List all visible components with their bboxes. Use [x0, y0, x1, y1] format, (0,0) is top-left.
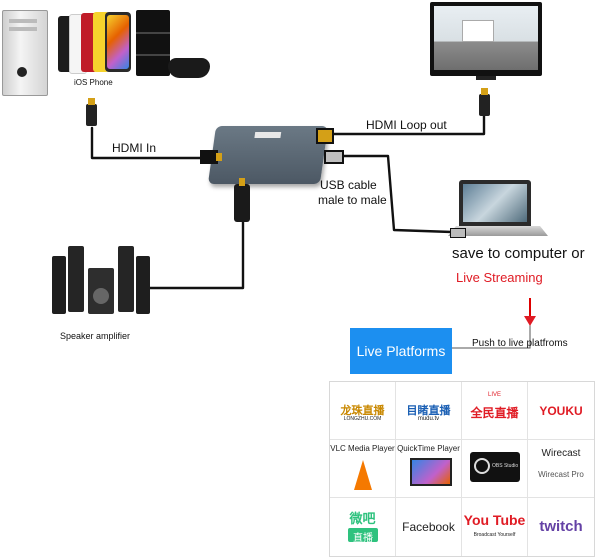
mudu-sub: mudu.tv	[417, 416, 440, 422]
facebook-label: Facebook	[402, 520, 455, 534]
save-to-computer-label: save to computer or	[452, 245, 585, 262]
weiba-sub: 直播	[353, 533, 373, 544]
platform-quicktime: QuickTime Player	[396, 440, 462, 498]
hdmi-port-right	[316, 128, 334, 144]
platform-youku: YOUKU	[528, 382, 594, 440]
push-arrow-icon	[524, 316, 536, 326]
platform-wirecast: Wirecast Wirecast Pro	[528, 440, 594, 498]
weiba-badge: 直播	[348, 528, 378, 544]
vlc-cone-icon	[354, 460, 372, 490]
push-line	[452, 316, 531, 349]
obs-label: OBS Studio	[492, 463, 519, 469]
longzhu-sub: LONGZHU.COM	[343, 416, 382, 422]
youtube-sub: Broadcast Yourself	[473, 532, 516, 538]
laptop-base	[448, 226, 548, 236]
platform-vlc: VLC Media Player	[330, 440, 396, 498]
mudu-logo-text: 目睹直播	[406, 405, 451, 417]
live-platforms-box: Live Platforms	[350, 328, 452, 374]
hdmi-in-label: HDMI In	[112, 141, 157, 155]
game-console	[136, 10, 170, 76]
iphones	[58, 12, 132, 74]
weiba-logo-text: 微吧	[349, 511, 376, 526]
quanmin-logo-text: 全民直播	[470, 406, 519, 420]
platform-longzhu: 龙珠直播 LONGZHU.COM	[330, 382, 396, 440]
platform-obs: OBS Studio	[462, 440, 528, 498]
longzhu-logo-text: 龙珠直播	[340, 405, 385, 417]
usb-cable	[338, 154, 454, 234]
live-streaming-label: Live Streaming	[456, 270, 543, 285]
pc-tower	[2, 10, 48, 96]
usb-port	[324, 150, 344, 164]
platform-facebook: Facebook	[396, 498, 462, 556]
usb-cable-label: USB cable	[320, 178, 377, 192]
hdmi-port-left	[200, 150, 222, 164]
platform-quanmin: LIVE 全民直播	[462, 382, 528, 440]
quanmin-sub: LIVE	[487, 392, 501, 398]
usb-cable-label-2: male to male	[318, 193, 387, 207]
youtube-logo-text: You Tube	[463, 512, 526, 528]
obs-icon: OBS Studio	[470, 452, 520, 482]
quicktime-label: QuickTime Player	[397, 444, 460, 453]
vlc-label: VLC Media Player	[330, 444, 395, 453]
live-platforms-label: Live Platforms	[356, 343, 446, 359]
hdmi-plug-in	[86, 98, 97, 126]
capture-card	[207, 126, 329, 184]
twitch-logo-text: twitch	[539, 518, 583, 535]
audio-plug	[234, 178, 250, 222]
platform-weiba: 微吧 直播	[330, 498, 396, 556]
speaker-system	[52, 246, 152, 316]
platform-youtube: You Tube Broadcast Yourself	[462, 498, 528, 556]
tv-monitor	[430, 2, 542, 80]
platforms-grid: 龙珠直播 LONGZHU.COM 目睹直播 mudu.tv LIVE 全民直播 …	[329, 381, 595, 557]
youku-logo-text: YOUKU	[539, 404, 583, 418]
wirecast-label: Wirecast	[541, 448, 581, 459]
hdmi-in-cable	[90, 126, 202, 160]
gamepad-icon	[168, 58, 210, 78]
hdmi-loop-out-cable	[324, 114, 486, 136]
speaker-amplifier-label: Speaker amplifier	[60, 331, 131, 341]
ios-phone-label: iOS Phone	[74, 78, 113, 87]
hdmi-plug-loop	[479, 88, 490, 116]
push-to-live-label: Push to live platfroms	[472, 338, 568, 349]
platform-twitch: twitch	[528, 498, 594, 556]
quicktime-screen-icon	[410, 458, 452, 486]
audio-cable	[148, 220, 245, 290]
laptop	[459, 180, 531, 226]
platform-mudu: 目睹直播 mudu.tv	[396, 382, 462, 440]
usb-plug-laptop	[450, 228, 466, 238]
hdmi-loop-out-label: HDMI Loop out	[366, 118, 447, 132]
wirecast-pro-label: Wirecast Pro	[538, 470, 584, 479]
